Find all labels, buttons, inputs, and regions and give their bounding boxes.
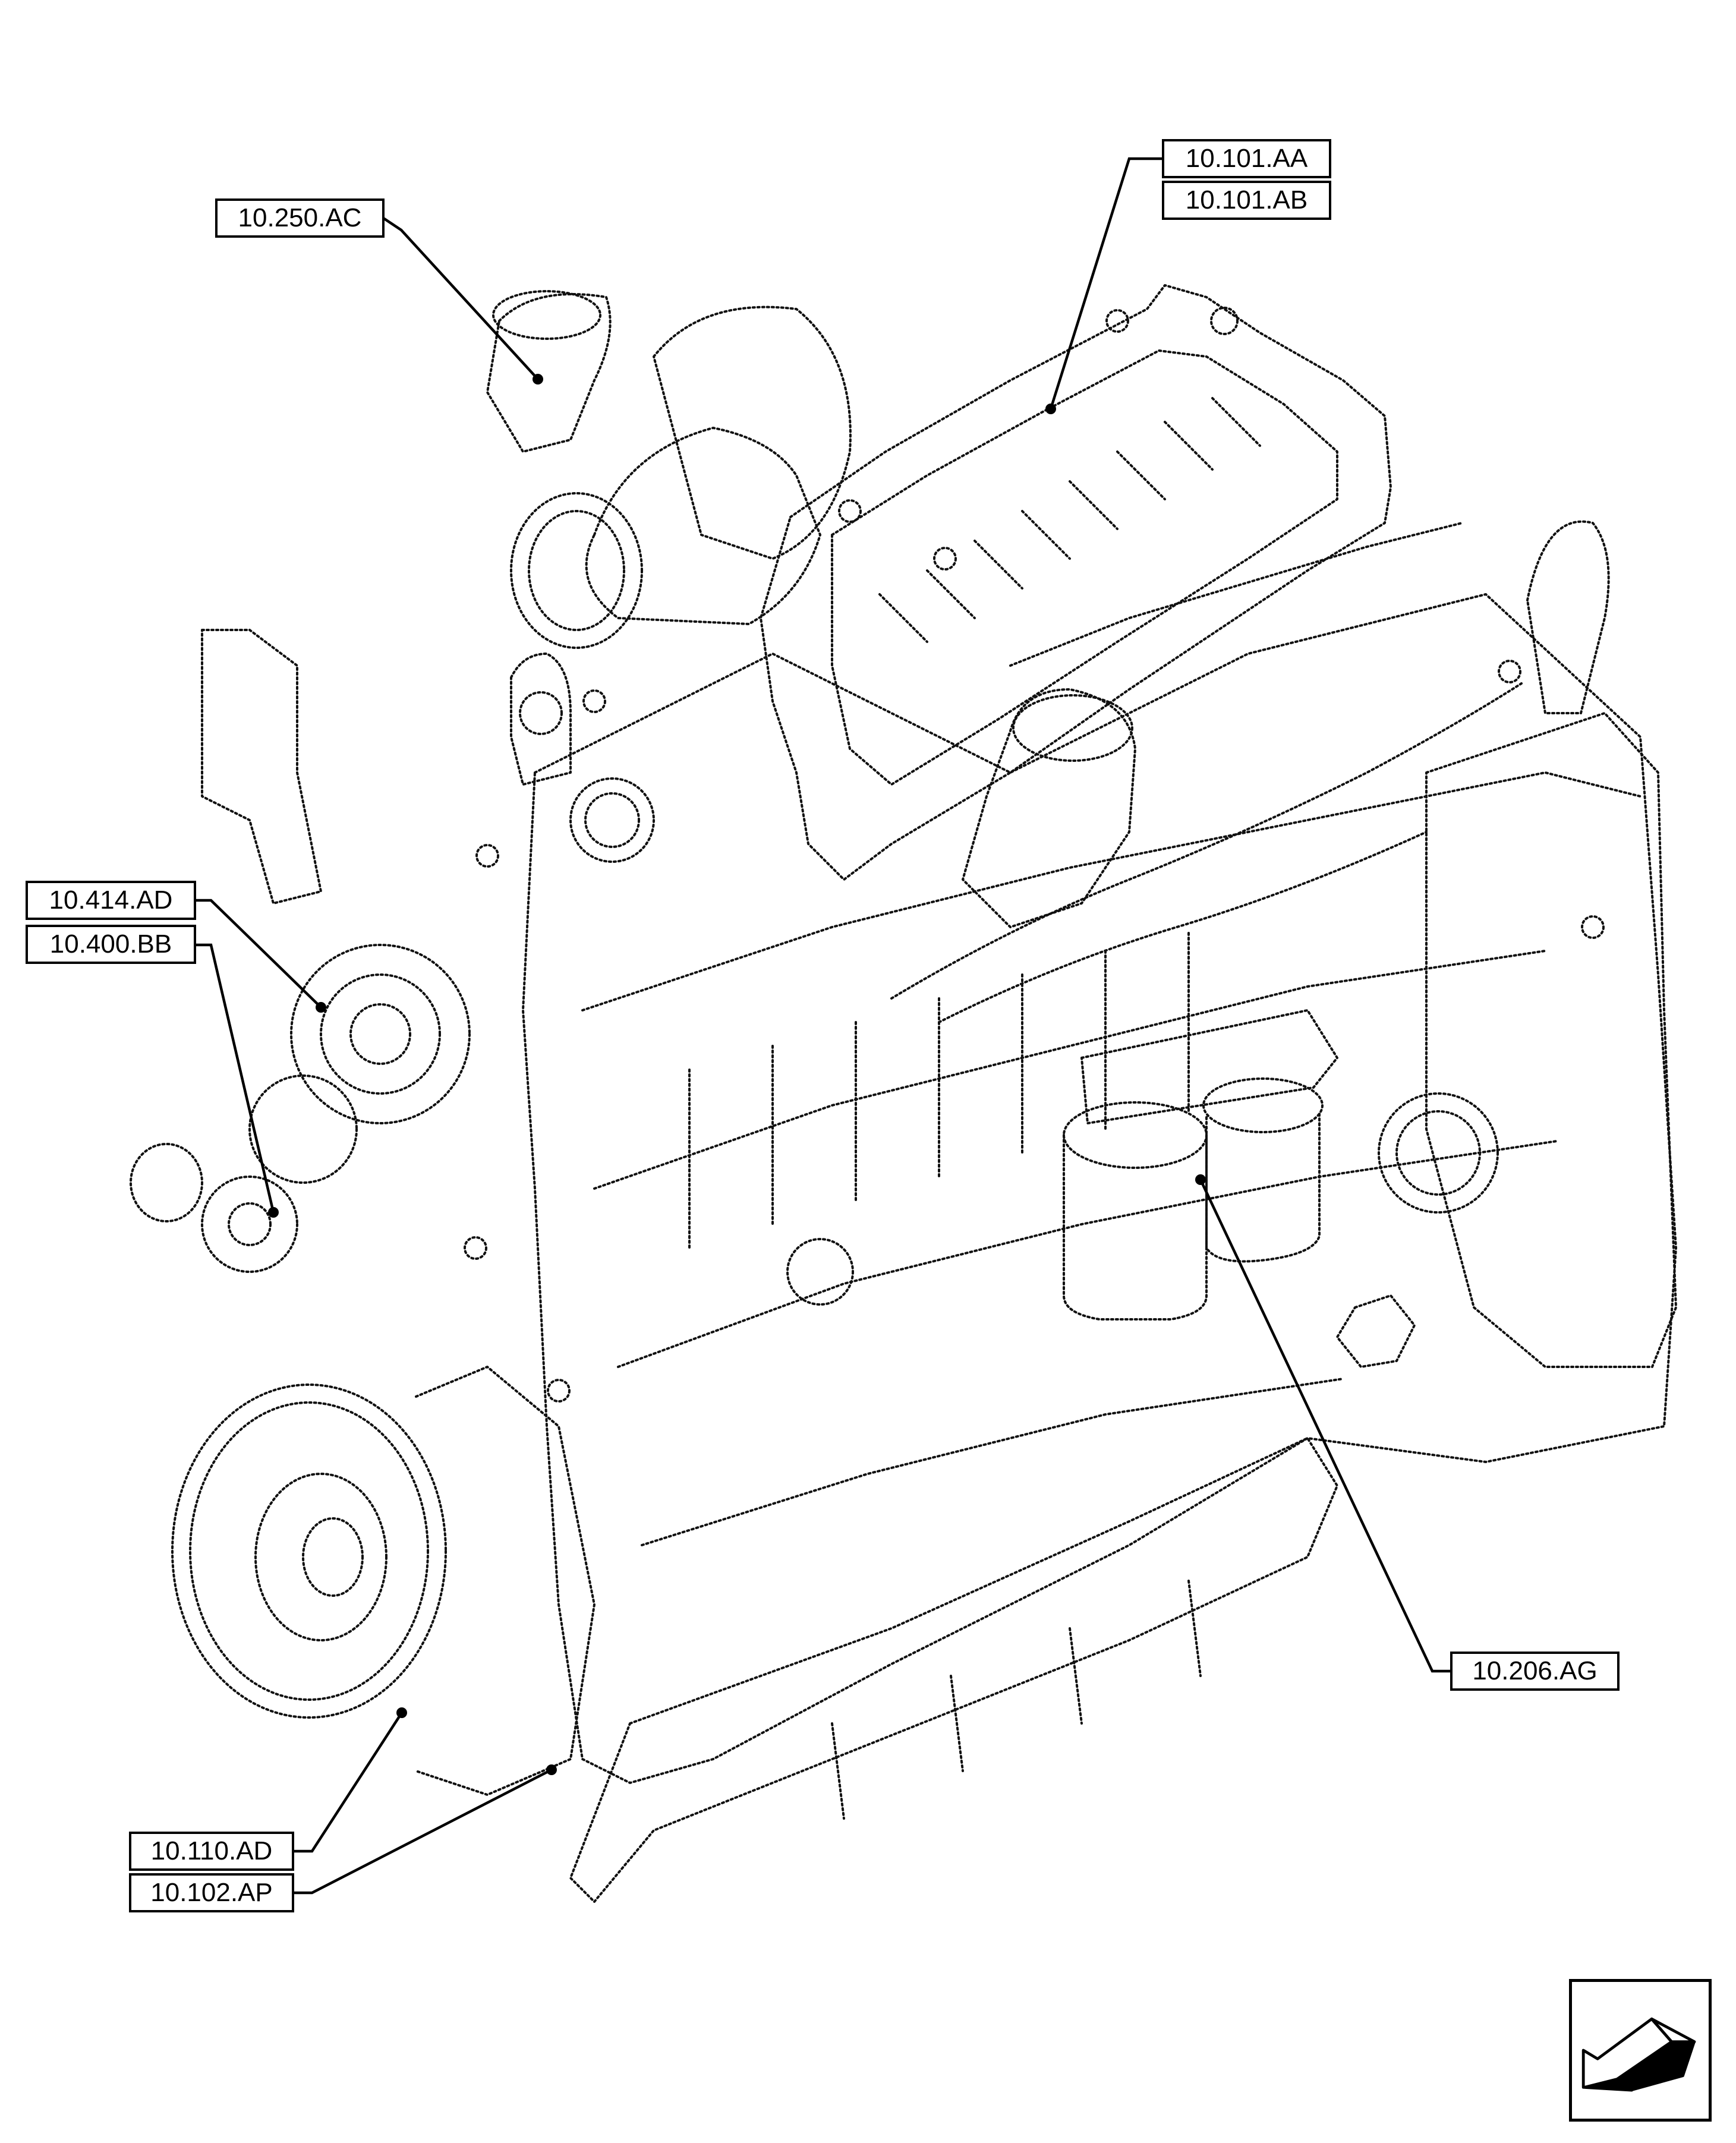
fuel-filter-right-top bbox=[1202, 1077, 1324, 1133]
bolt bbox=[475, 844, 499, 868]
sensor-gauge-inner bbox=[584, 792, 640, 848]
engine-block bbox=[522, 593, 1677, 1784]
fuel-filter-left bbox=[1063, 1134, 1208, 1321]
engine-block-ribs bbox=[688, 932, 1190, 1249]
leader-dot-10-206-ag bbox=[1195, 1174, 1206, 1185]
lifting-eye-rear bbox=[1526, 520, 1610, 714]
next-page-button[interactable] bbox=[1569, 1979, 1712, 2122]
leader-dot-10-400-bb bbox=[268, 1207, 279, 1218]
leader-10-102-ap bbox=[293, 1768, 553, 1895]
bolt bbox=[933, 547, 957, 571]
crankshaft-center bbox=[302, 1517, 364, 1597]
leader-10-206-ag bbox=[1199, 1179, 1450, 1673]
ecu-pump bbox=[786, 1238, 854, 1306]
turbo-inlet-inner bbox=[528, 510, 625, 631]
callout-10-250-ac[interactable]: 10.250.AC bbox=[215, 198, 385, 238]
water-pump-pulley-hub bbox=[349, 1003, 411, 1065]
oil-filler-neck bbox=[962, 688, 1136, 928]
fuel-rail bbox=[1009, 522, 1463, 667]
rear-seal-inner bbox=[1395, 1110, 1481, 1196]
valve-cover bbox=[760, 284, 1392, 881]
callout-10-400-bb[interactable]: 10.400.BB bbox=[26, 925, 196, 964]
leader-10-110-ad bbox=[293, 1712, 403, 1853]
wiring-harness bbox=[890, 682, 1523, 1000]
bolt bbox=[1498, 660, 1521, 683]
callout-10-206-ag[interactable]: 10.206.AG bbox=[1450, 1652, 1620, 1691]
callout-10-110-ad[interactable]: 10.110.AD bbox=[129, 1832, 294, 1871]
bolt bbox=[1581, 915, 1605, 939]
idler-pulley bbox=[201, 1176, 298, 1273]
turbo-inlet bbox=[510, 492, 643, 649]
front-bracket bbox=[201, 629, 322, 905]
fuel-filter-head bbox=[1080, 1009, 1338, 1124]
idler-pulley-inner bbox=[228, 1202, 272, 1246]
bolt bbox=[1210, 307, 1239, 335]
bolt bbox=[464, 1236, 487, 1260]
leader-10-400-bb bbox=[195, 943, 275, 1213]
front-lifting-eye-hole bbox=[519, 691, 563, 735]
callout-10-101-ab[interactable]: 10.101.AB bbox=[1162, 181, 1331, 220]
turbo-elbow-mouth bbox=[492, 290, 601, 340]
alternator-body bbox=[248, 1074, 358, 1184]
bolt bbox=[582, 689, 606, 713]
turbo-elbow bbox=[486, 293, 612, 453]
water-pump-pulley-inner bbox=[320, 973, 441, 1095]
leader-10-101-aa bbox=[1049, 157, 1162, 409]
engine-illustration bbox=[130, 284, 1677, 1903]
front-cover bbox=[415, 1366, 596, 1796]
leader-dot-10-414-ad bbox=[316, 1002, 326, 1013]
leader-dot-10-250-ac bbox=[533, 374, 543, 385]
oil-pan bbox=[569, 1437, 1338, 1903]
leader-dot-10-102-ap bbox=[546, 1764, 557, 1775]
sensor-gauge bbox=[569, 777, 655, 863]
water-pump-pulley bbox=[290, 944, 471, 1124]
flywheel-housing bbox=[1425, 712, 1677, 1368]
bolt bbox=[1105, 309, 1129, 333]
engine-block-side bbox=[581, 771, 1642, 1546]
leader-10-414-ad bbox=[195, 899, 322, 1009]
bolt bbox=[547, 1379, 571, 1403]
turbo-housing bbox=[585, 427, 821, 625]
callout-10-102-ap[interactable]: 10.102.AP bbox=[129, 1873, 294, 1912]
crankshaft-damper-ring bbox=[189, 1401, 429, 1701]
leader-10-250-ac bbox=[382, 217, 539, 380]
drain-plug bbox=[1336, 1294, 1416, 1368]
front-lifting-eye bbox=[510, 653, 572, 786]
next-page-arrow-icon bbox=[1581, 2017, 1696, 2092]
rear-seal bbox=[1378, 1092, 1499, 1214]
tensioner-cap bbox=[130, 1143, 203, 1222]
fuel-filter-right bbox=[1205, 1110, 1321, 1263]
valve-cover-inner bbox=[831, 349, 1338, 786]
bolt bbox=[838, 499, 862, 523]
crankshaft-hub bbox=[254, 1473, 387, 1641]
oil-filler-cap bbox=[1012, 694, 1133, 762]
leader-lines bbox=[195, 157, 1450, 1895]
crankshaft-damper bbox=[171, 1384, 447, 1719]
fuel-filter-left-top bbox=[1063, 1101, 1208, 1169]
leader-dot-10-101-aa bbox=[1045, 404, 1056, 414]
oil-pan-ribs bbox=[831, 1580, 1202, 1820]
leader-dot-10-110-ad bbox=[396, 1707, 407, 1718]
turbo-compressor bbox=[653, 305, 852, 560]
callout-10-101-aa[interactable]: 10.101.AA bbox=[1162, 139, 1331, 178]
valve-cover-ridges bbox=[878, 397, 1261, 643]
fuel-line bbox=[938, 831, 1428, 1023]
callout-10-414-ad[interactable]: 10.414.AD bbox=[26, 881, 196, 920]
